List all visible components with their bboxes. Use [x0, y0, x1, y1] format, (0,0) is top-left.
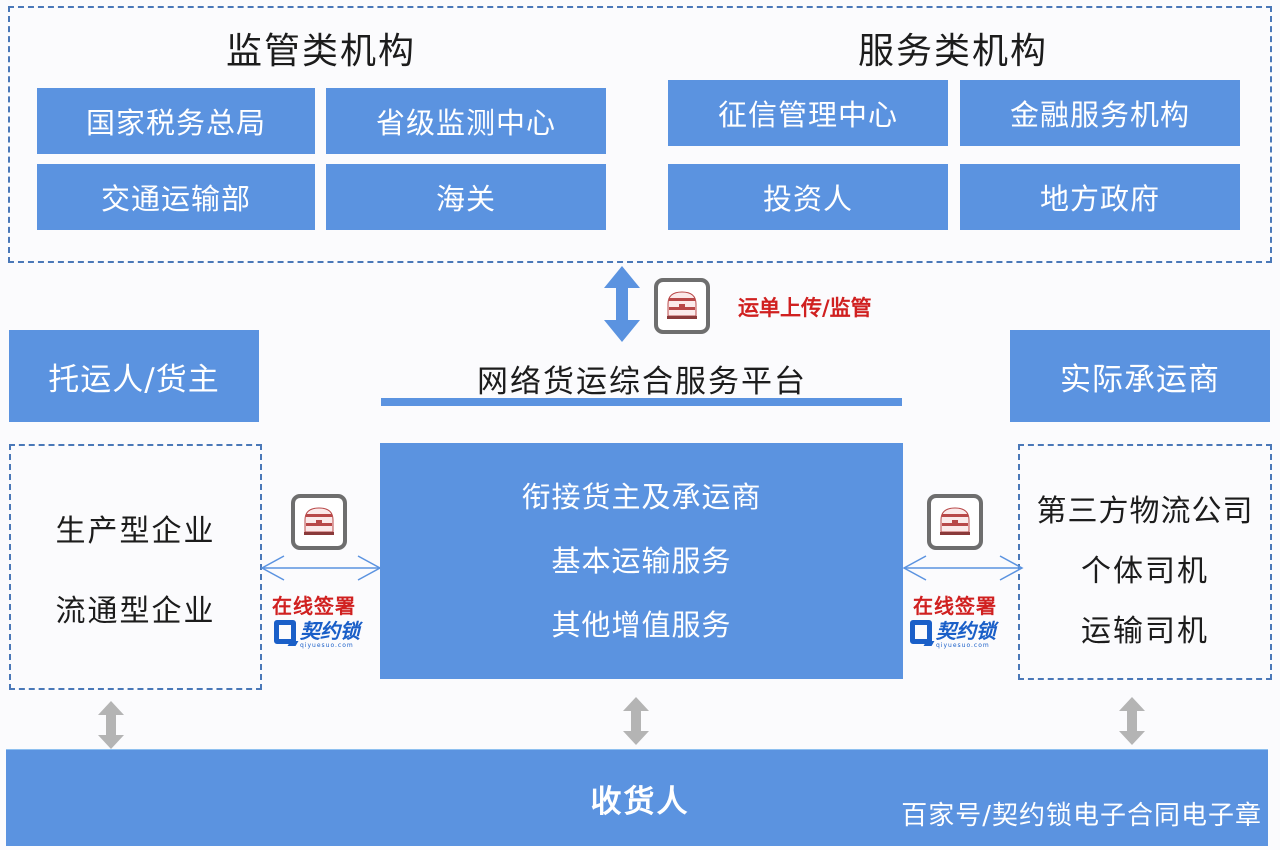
carrier-type-item: 个体司机 — [1081, 554, 1209, 589]
carrier-types-box — [1018, 444, 1272, 680]
double-arrow-vertical-icon — [1119, 697, 1145, 745]
watermark-text: 百家号/契约锁电子合同电子章 — [901, 801, 1262, 831]
double-arrow-horizontal-icon — [902, 555, 1024, 581]
service-item: 投资人 — [668, 164, 948, 230]
double-arrow-vertical-icon — [604, 266, 640, 342]
shipper-type-item: 生产型企业 — [55, 514, 216, 549]
brand-name: 契约锁 — [936, 619, 996, 643]
brand-domain: qiyuesuo.com — [936, 642, 990, 649]
platform-service-line: 基本运输服务 — [551, 544, 732, 578]
double-arrow-vertical-icon — [98, 701, 124, 749]
double-arrow-horizontal-icon — [260, 555, 382, 581]
qiyuesuo-logo: 契约锁 qiyuesuo.com — [910, 620, 996, 650]
regulatory-group-title: 监管类机构 — [225, 31, 416, 72]
shipper-header: 托运人/货主 — [9, 330, 259, 422]
brand-q-icon — [910, 620, 932, 644]
platform-title: 网络货运综合服务平台 — [477, 364, 807, 400]
online-signing-label: 在线签署 — [272, 594, 356, 618]
brand-q-icon — [274, 620, 296, 644]
platform-title-underline — [381, 398, 902, 406]
service-item: 金融服务机构 — [960, 80, 1240, 146]
platform-service-line: 衔接货主及承运商 — [521, 480, 762, 514]
service-item: 地方政府 — [960, 164, 1240, 230]
seal-stamp-icon — [291, 494, 347, 550]
seal-stamp-icon — [927, 494, 983, 550]
seal-stamp-icon — [654, 278, 710, 334]
platform-service-line: 其他增值服务 — [551, 608, 732, 642]
service-item: 征信管理中心 — [668, 80, 948, 146]
brand-domain: qiyuesuo.com — [300, 642, 354, 649]
regulatory-item: 省级监测中心 — [326, 88, 606, 154]
shipper-types-box — [9, 444, 262, 690]
regulatory-item: 海关 — [326, 164, 606, 230]
platform-services-box: 衔接货主及承运商 基本运输服务 其他增值服务 — [380, 443, 903, 679]
consignee-bar — [6, 749, 1268, 846]
consignee-label: 收货人 — [590, 784, 690, 820]
online-signing-label: 在线签署 — [913, 594, 997, 618]
regulatory-item: 交通运输部 — [37, 164, 315, 230]
service-group-title: 服务类机构 — [857, 31, 1048, 72]
regulatory-item: 国家税务总局 — [37, 88, 315, 154]
carrier-type-item: 运输司机 — [1081, 614, 1209, 649]
institutions-container — [8, 6, 1272, 263]
carrier-type-item: 第三方物流公司 — [1036, 494, 1254, 529]
carrier-header: 实际承运商 — [1010, 330, 1270, 422]
qiyuesuo-logo: 契约锁 qiyuesuo.com — [274, 620, 360, 650]
brand-name: 契约锁 — [300, 619, 360, 643]
upload-supervision-label: 运单上传/监管 — [738, 296, 872, 320]
shipper-type-item: 流通型企业 — [55, 594, 216, 629]
double-arrow-vertical-icon — [623, 697, 649, 745]
